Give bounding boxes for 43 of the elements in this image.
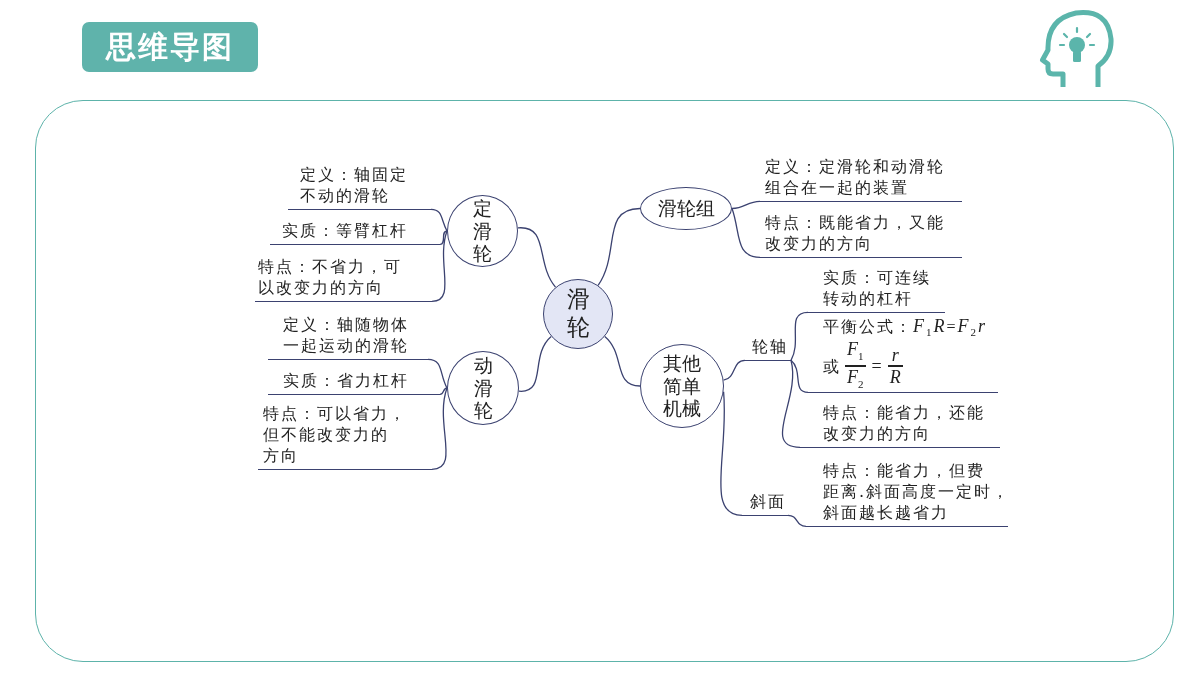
- branch-note: 定义：轴随物体一起运动的滑轮: [268, 314, 428, 360]
- branch-note: 实质：省力杠杆: [268, 370, 440, 395]
- topic-circle: 其他简单机械: [640, 344, 724, 428]
- connector-line: [431, 387, 448, 470]
- fraction-denominator: F$_{2}$: [846, 366, 865, 392]
- connector-line: [430, 208, 448, 232]
- fraction-denominator: R: [888, 366, 902, 387]
- connector-line: [427, 358, 448, 389]
- branch-note: 定义：定滑轮和动滑轮组合在一起的装置: [760, 156, 962, 202]
- conjunction-word: 或: [823, 355, 841, 377]
- branch-note: 特点：能省力，还能改变力的方向: [800, 402, 1000, 448]
- connector-line: [787, 514, 807, 527]
- branch-label: 斜面: [742, 491, 788, 516]
- branch-note: 特点：既能省力，又能改变力的方向: [760, 212, 962, 258]
- fraction-numerator: r: [890, 345, 900, 366]
- formula-text: 平衡公式：F$_{1}$R=F$_{2}$r: [823, 315, 989, 340]
- branch-note: 定义：轴固定不动的滑轮: [288, 164, 431, 210]
- branch-note: 实质：可连续转动的杠杆: [808, 267, 945, 313]
- topic-circle: 动滑轮: [447, 351, 519, 425]
- connector-line: [781, 359, 801, 448]
- title-banner: 思维导图: [82, 22, 258, 72]
- connector-line: [790, 311, 809, 361]
- topic-circle: 定滑轮: [447, 195, 518, 267]
- connector-line: [790, 359, 809, 393]
- branch-note: 特点：可以省力，但不能改变力的方向: [258, 403, 432, 470]
- connector-line: [597, 207, 641, 286]
- connector-line: [722, 359, 746, 381]
- equals-sign: =: [871, 355, 882, 377]
- branch-note: 实质：等臂杠杆: [270, 220, 440, 245]
- connector-line: [731, 200, 761, 210]
- branch-note: 特点：不省力，可以改变力的方向: [255, 256, 432, 302]
- connector-line: [517, 227, 557, 288]
- topic-ellipse: 滑轮组: [640, 187, 732, 230]
- connector-line: [439, 230, 448, 245]
- branch-note: 特点：能省力，但费距离.斜面高度一定时，斜面越长越省力: [806, 460, 1008, 527]
- branch-label: 轮轴: [745, 336, 791, 361]
- central-topic-circle: 滑轮: [543, 279, 613, 349]
- fraction-numerator: F$_{1}$: [846, 338, 865, 364]
- connector-line: [439, 387, 448, 395]
- connector-line: [431, 230, 448, 302]
- connector-line: [731, 207, 761, 258]
- connector-line: [604, 335, 641, 387]
- connector-line: [518, 335, 552, 392]
